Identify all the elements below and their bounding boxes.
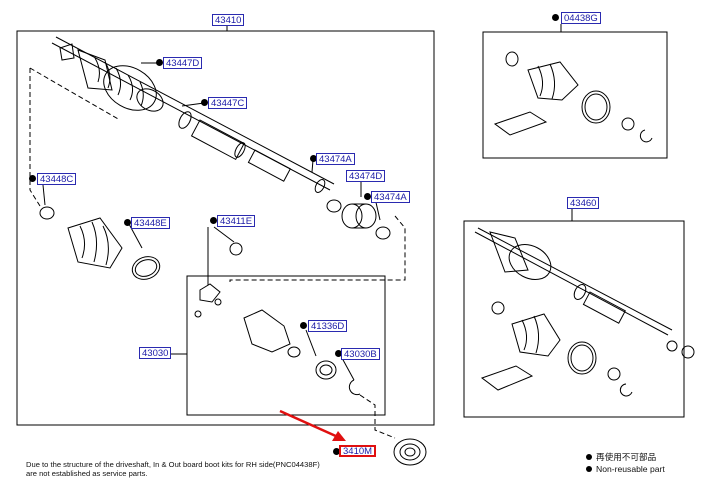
callout-43030B[interactable]: 43030B [341,348,380,360]
callout-41336D[interactable]: 41336D [308,320,347,332]
legend-english-text: Non-reusable part [596,464,665,474]
nonreusable-dot [29,175,36,182]
nonreusable-dot [201,99,208,106]
callout-43410[interactable]: 43410 [212,14,244,26]
legend-english: Non-reusable part [586,464,665,474]
legend-dot-icon [586,466,592,472]
rh-assembly-parts [475,228,694,396]
callout-43447C[interactable]: 43447C [208,97,247,109]
callout-43474A-bottom[interactable]: 43474A [371,191,410,203]
callout-43411E[interactable]: 43411E [217,215,255,227]
nonreusable-dot [210,217,217,224]
callout-43460[interactable]: 43460 [567,197,599,209]
legend-dot-icon [586,454,592,460]
callout-43447D[interactable]: 43447D [163,57,202,69]
callout-43448E[interactable]: 43448E [131,217,170,229]
outboard-seal-part [394,439,426,465]
inboard-joint-parts [195,284,360,395]
callout-04438G[interactable]: 04438G [561,12,601,24]
boot-kit-frame [483,32,667,158]
nonreusable-dot [552,14,559,21]
legend-japanese: 再使用不可部品 [586,452,656,462]
callout-43030[interactable]: 43030 [139,347,171,359]
nonreusable-dot [124,219,131,226]
main-frame [17,31,434,425]
callout-43448C[interactable]: 43448C [37,173,76,185]
inboard-boot-part [68,218,122,268]
callout-43474D[interactable]: 43474D [346,170,385,182]
callout-3410M-highlighted[interactable]: 3410M [339,445,376,457]
dust-cover-part [342,204,376,228]
boot-kit-parts [495,52,652,142]
footnote: Due to the structure of the driveshaft, … [26,461,320,478]
nonreusable-dot [364,193,371,200]
callout-43474A-top[interactable]: 43474A [316,153,355,165]
nonreusable-dot [300,322,307,329]
legend-japanese-text: 再使用不可部品 [596,452,656,462]
nonreusable-dot [156,59,163,66]
